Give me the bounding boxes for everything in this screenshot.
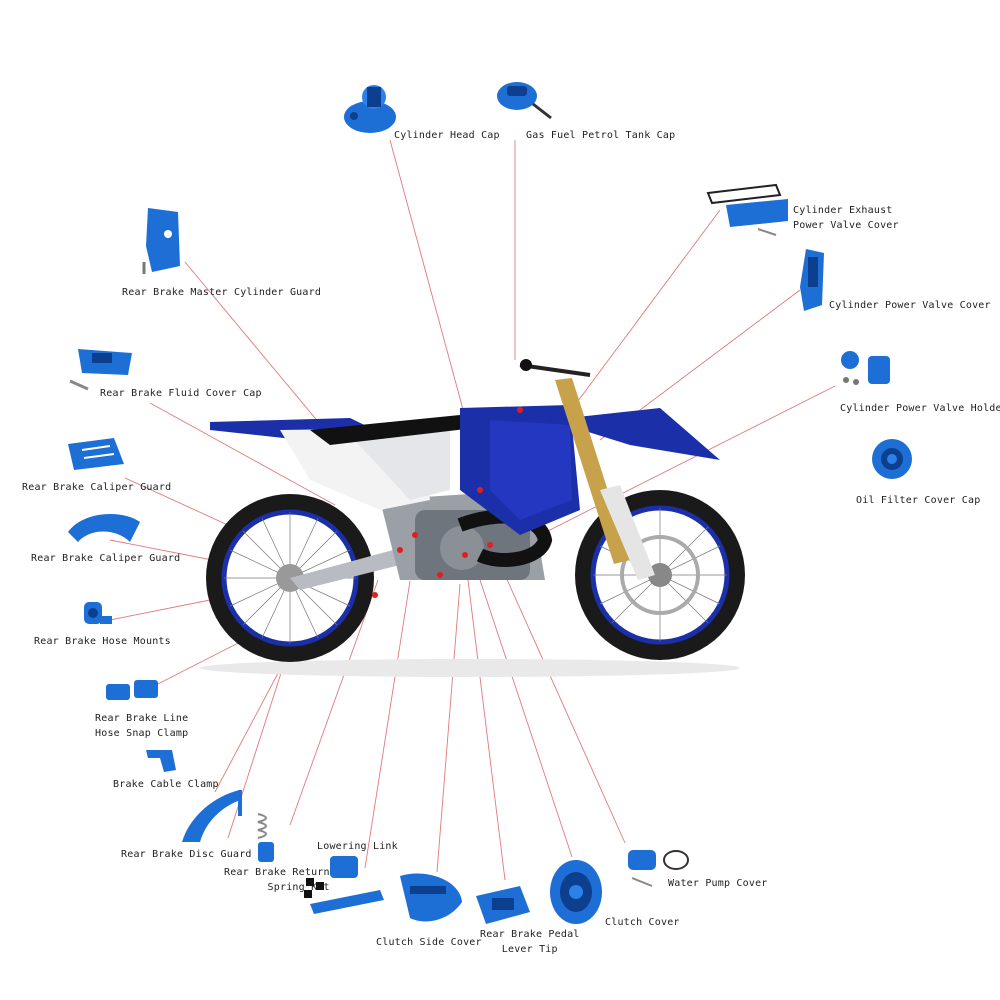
rear-brake-disc-guard-label: Rear Brake Disc Guard — [121, 849, 252, 860]
fuel-cap-icon — [493, 74, 555, 124]
cylinder-head-cap-label: Cylinder Head Cap — [394, 130, 500, 141]
leader-line — [149, 402, 336, 506]
cylinder-head-icon — [340, 82, 400, 137]
lowering-link-icon — [300, 854, 390, 920]
leader-line — [124, 477, 231, 527]
rear-brake-master-cylinder-guard-label: Rear Brake Master Cylinder Guard — [122, 287, 322, 298]
cable-clamp-icon — [142, 742, 188, 776]
leader-line — [504, 574, 626, 844]
hose-mount-icon — [80, 598, 114, 630]
oil-filter-cap-icon — [870, 437, 914, 481]
lowering-link-label: Lowering Link — [317, 841, 398, 852]
dirt-bike-icon — [200, 350, 760, 680]
leader-line — [214, 659, 286, 793]
clutch-cover-icon — [548, 858, 604, 926]
cylinder-power-valve-holder-label: Cylinder Power Valve Holder — [840, 403, 1000, 414]
leader-line — [389, 139, 469, 429]
valve-cover-icon — [706, 183, 790, 238]
master-cylinder-guard-icon — [138, 206, 184, 278]
leader-line — [149, 636, 251, 689]
leader-line — [467, 579, 506, 881]
cylinder-power-valve-cover-label: Cylinder Power Valve Cover — [829, 300, 991, 311]
gas-fuel-petrol-tank-cap-label: Gas Fuel Petrol Tank Cap — [526, 130, 676, 141]
water-pump-cover-label: Water Pump Cover — [668, 878, 768, 889]
leader-line — [436, 583, 461, 873]
clutch-cover-label: Clutch Cover — [605, 917, 680, 928]
water-pump-cover-icon — [624, 844, 690, 890]
clutch-side-cover-label: Clutch Side Cover — [376, 937, 482, 948]
rear-brake-line-hose-snap-clamp-label: Rear Brake Line Hose Snap Clamp — [95, 713, 189, 739]
leader-line — [289, 579, 379, 826]
leader-line — [539, 385, 836, 536]
valve-holder-icon — [836, 348, 894, 390]
valve-cover-tall-icon — [798, 247, 828, 315]
rear-brake-caliper-guard-label-2: Rear Brake Caliper Guard — [31, 553, 181, 564]
fluid-cap-icon — [66, 345, 138, 395]
brake-cable-clamp-label: Brake Cable Clamp — [113, 779, 219, 790]
rear-brake-hose-mounts-label: Rear Brake Hose Mounts — [34, 636, 171, 647]
rear-brake-fluid-cover-cap-label: Rear Brake Fluid Cover Cap — [100, 388, 262, 399]
leader-line — [364, 580, 411, 869]
caliper-guard-icon — [64, 436, 128, 474]
snap-clamp-icon — [104, 676, 162, 708]
clutch-side-cover-icon — [396, 866, 466, 930]
leader-line — [574, 209, 721, 406]
disc-guard-icon — [180, 786, 244, 846]
rear-brake-caliper-guard-label: Rear Brake Caliper Guard — [22, 482, 172, 493]
spring-kit-icon — [252, 810, 280, 866]
cylinder-exhaust-power-valve-cover-label: Cylinder Exhaust Power Valve Cover — [793, 205, 899, 231]
leader-line — [109, 597, 221, 621]
rear-brake-pedal-lever-tip-label: Rear Brake Pedal Lever Tip — [480, 929, 580, 955]
pedal-tip-icon — [472, 884, 534, 928]
caliper-guard-alt-icon — [64, 508, 144, 550]
leader-line — [479, 579, 573, 858]
oil-filter-cover-cap-label: Oil Filter Cover Cap — [856, 495, 981, 506]
